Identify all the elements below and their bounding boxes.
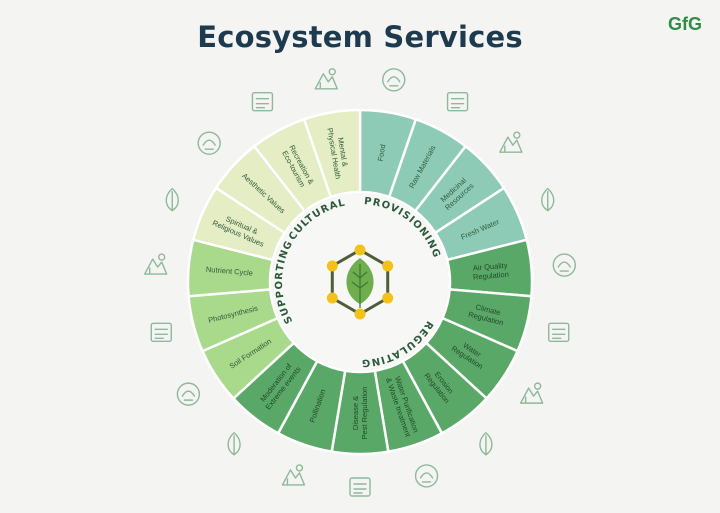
- raw-materials-icon: [446, 92, 469, 112]
- cycle-apple-icon: [144, 253, 168, 275]
- segment-disease-pest-regulation: Disease &Pest Regulation: [330, 369, 390, 456]
- node-dot-icon: [354, 308, 366, 320]
- water-hands-icon: [519, 382, 544, 404]
- brand-logo: GfG: [668, 14, 702, 34]
- node-dot-icon: [382, 292, 394, 304]
- segment-raw-materials: Raw Materials: [387, 117, 468, 213]
- head-health-icon: [314, 68, 338, 90]
- segment-spiritual-religious-values: Spiritual &Religious Values: [191, 186, 287, 262]
- segment-pollination: Pollination: [276, 359, 347, 454]
- medicine-icon: [499, 131, 523, 153]
- pest-icon: [349, 477, 371, 497]
- palm-beach-icon: [251, 92, 274, 112]
- segment-water-purification-waste-treatment: Water Purification& Waste treatment: [373, 359, 444, 454]
- center-emblem: [326, 244, 394, 320]
- segment-photosynthesis: Photosynthesis: [187, 288, 280, 353]
- segment-aesthetic-values: Aesthetic Values: [214, 144, 307, 235]
- segment-fresh-water: Fresh Water: [433, 186, 529, 262]
- segment-wedge: [302, 108, 362, 199]
- segment-mental-physical-health: Mental &Physical Health: [302, 108, 362, 199]
- food-bowl-icon: [382, 68, 406, 92]
- bee-flower-icon: [281, 464, 306, 486]
- leaf-vein-icon: [351, 264, 369, 308]
- node-dot-icon: [326, 260, 338, 272]
- segment-label: Air QualityRegulation: [472, 261, 509, 282]
- segment-nutrient-cycle: Nutrient Cycle: [186, 238, 275, 298]
- segment-climate-regulation: ClimateRegulation: [440, 288, 533, 353]
- soil-layers-icon: [176, 382, 201, 406]
- water-purification-icon: [414, 464, 439, 488]
- segment-erosion-regulation: ErosionRegulation: [401, 341, 489, 435]
- hamsa-hand-icon: [165, 187, 179, 212]
- storm-icon: [227, 432, 241, 456]
- node-dot-icon: [326, 292, 338, 304]
- node-dot-icon: [354, 244, 366, 256]
- trees-icon: [552, 253, 576, 277]
- segment-water-regulation: WaterRegulation: [424, 316, 520, 401]
- erosion-slope-icon: [479, 432, 493, 456]
- segment-label: Nutrient Cycle: [206, 265, 254, 278]
- page-title: Ecosystem Services: [197, 20, 523, 54]
- segment-label: Food: [376, 144, 388, 162]
- segment-moderation-of-extreme-events: Moderation ofExtreme events: [231, 341, 319, 435]
- segment-medicinal-resources: MedicinalResources: [413, 144, 506, 235]
- node-dot-icon: [382, 260, 394, 272]
- outer-icons: [144, 68, 576, 497]
- leaf-icon: [150, 322, 172, 343]
- segment-label: Disease &Pest Regulation: [351, 387, 369, 440]
- globe-climate-icon: [548, 322, 570, 343]
- segment-label: ClimateRegulation: [467, 301, 506, 327]
- water-tap-icon: [541, 187, 555, 212]
- landscape-icon: [197, 131, 221, 155]
